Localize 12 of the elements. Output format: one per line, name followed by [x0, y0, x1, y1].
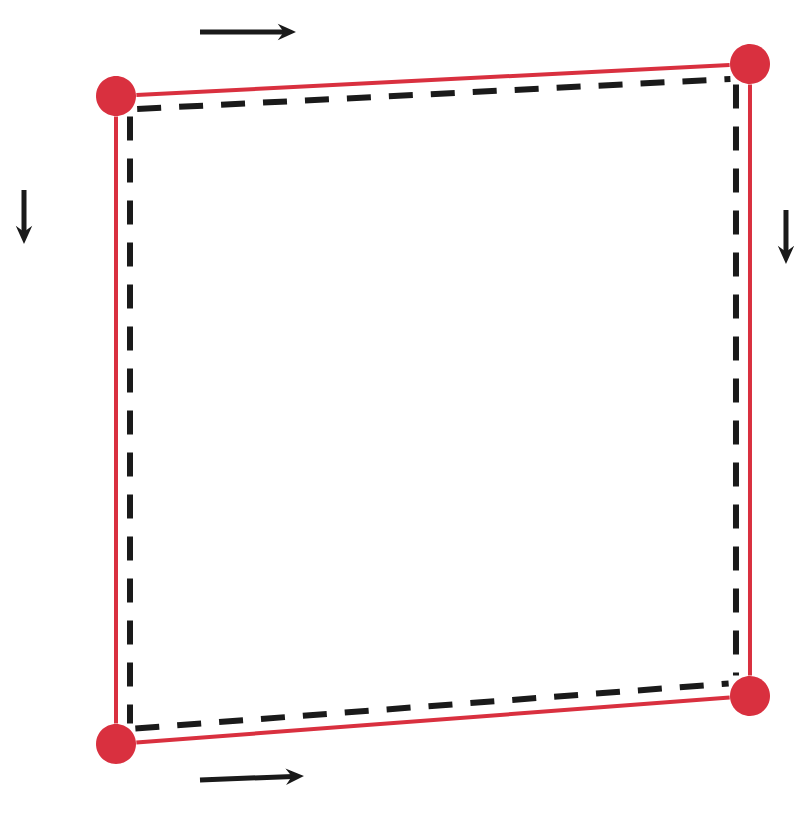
dashed-line [733, 84, 739, 676]
corner-dot [730, 44, 770, 84]
dashed-line [127, 116, 133, 724]
corner-dot [96, 724, 136, 764]
line [748, 84, 752, 676]
line [136, 63, 730, 97]
line [114, 116, 118, 724]
dashed-line [137, 76, 731, 112]
dashed-line [135, 680, 729, 732]
corner-dot [730, 676, 770, 716]
line [136, 695, 730, 745]
corner-dot [96, 76, 136, 116]
